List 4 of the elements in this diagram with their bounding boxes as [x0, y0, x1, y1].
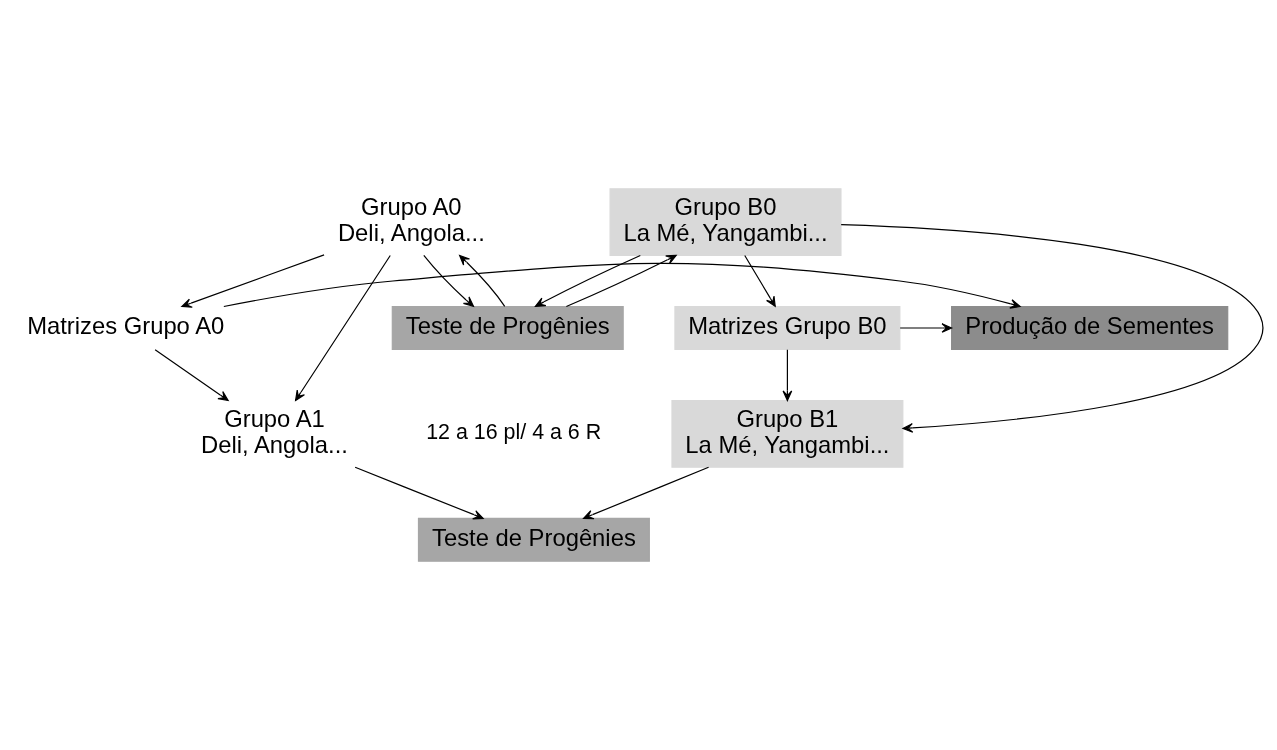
node-text: Grupo A0 Deli, Angola...: [337, 192, 485, 247]
node-label: 12 a 16 pl/ 4 a 6 R: [426, 420, 602, 445]
node-text: Grupo A1 Deli, Angola...: [201, 404, 348, 458]
node-text: Matrizes Grupo A0: [27, 311, 225, 339]
